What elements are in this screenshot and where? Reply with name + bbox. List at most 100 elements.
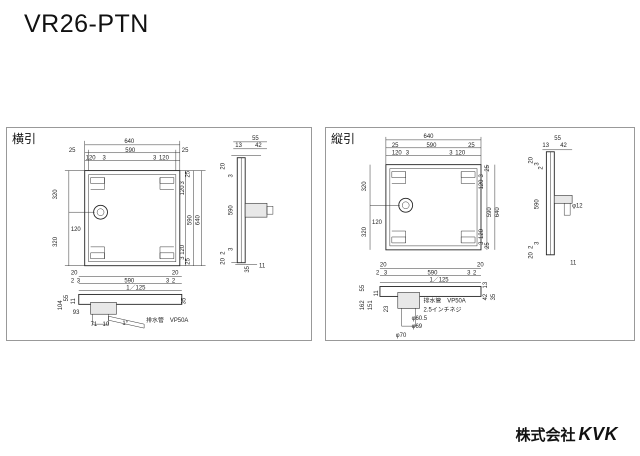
dim-r120a: 120 [180,185,186,196]
dim-120-left: 120 [372,220,383,226]
dim-120-left: 120 [71,227,82,233]
dim-3a: 3 [406,151,410,157]
bot-35: 35 [182,297,188,304]
thread-label: 2.5インチネジ [424,306,462,313]
dim-25b: 25 [468,143,475,149]
horizontal-drain-drawing: 640 25 590 25 120 3 3 120 320 320 120 25… [53,136,274,329]
bot-151: 151 [368,300,374,311]
bot-55: 55 [360,284,366,291]
bot-3b: 3 [467,271,471,277]
bot-angle: 1° [122,321,128,327]
dim-r640: 640 [196,214,202,225]
bot-20: 20 [71,271,78,277]
bot-20: 20 [380,263,387,269]
bot-35: 35 [491,293,497,300]
side-11: 11 [259,264,266,270]
dim-r25b: 25 [186,257,192,264]
dim-25a: 25 [392,143,399,149]
bot-590: 590 [427,271,438,277]
model-title: VR26-PTN [24,10,149,38]
bot-590: 590 [124,279,135,285]
side-20a: 20 [220,162,226,169]
dim-r25a: 25 [485,164,491,171]
dim-590: 590 [427,143,438,149]
dim-640: 640 [424,134,435,140]
dim-3b: 3 [153,156,157,162]
side-20a: 20 [529,156,535,163]
dim-r3a: 3 [479,174,485,178]
dim-r120b: 120 [180,244,186,255]
company-logo: 株式会社 KVK [515,424,618,445]
dim-r120a: 120 [479,179,485,190]
bot-11: 11 [374,290,380,297]
dim-3a: 3 [103,156,107,162]
drain-pipe-label: 排水管 VP50A [146,316,188,324]
side-55: 55 [252,136,259,142]
side-11: 11 [570,261,577,267]
side-55: 55 [554,136,561,142]
bot-2b: 2 [473,271,476,277]
bot-11: 11 [71,297,77,304]
bot-2: 2 [376,271,379,277]
dim-320a: 320 [362,181,368,192]
dim-r3b: 3 [180,256,186,260]
bot-42: 42 [483,294,489,301]
side-2a: 2 [538,166,544,169]
dim-120b: 120 [159,156,170,162]
dim-phi69: φ69 [412,324,423,330]
side-3b: 3 [228,247,234,251]
section-view [78,293,183,329]
side-view [542,149,573,256]
panel-vertical-drain: 縦引 640 25 590 25 120 3 3 120 320 320 120… [325,127,635,341]
bot-23: 23 [384,305,390,312]
dim-640: 640 [124,139,135,145]
dim-25a: 25 [69,148,76,154]
dim-r3a: 3 [180,180,186,184]
dim-r590: 590 [188,214,194,225]
side-3a: 3 [228,174,234,178]
dim-320b: 320 [362,226,368,237]
dim-phi605: φ60.5 [412,316,428,322]
side-20b: 20 [529,251,535,258]
bot-2b: 2 [172,279,175,285]
dim-3b: 3 [449,151,453,157]
dim-120a: 120 [392,151,403,157]
dim-r3b: 3 [479,241,485,245]
side-phi12: φ12 [572,203,582,209]
panel-label: 縦引 [331,132,356,146]
dim-phi70: φ70 [396,333,407,339]
side-35: 35 [245,265,251,272]
bot-2: 2 [71,279,74,285]
side-2: 2 [220,251,226,254]
dim-r640: 640 [495,207,501,218]
panel-label: 横引 [12,132,37,146]
side-view [231,155,274,265]
panel-horizontal-drain: 横引 640 25 590 25 120 3 3 120 320 [6,127,312,341]
side-20b: 20 [220,257,226,264]
bot-55: 55 [64,294,70,301]
side-3a: 3 [534,162,540,166]
side-13: 13 [542,143,549,149]
bot-93: 93 [73,310,80,316]
side-13: 13 [235,143,242,149]
bot-slope: 1／125 [429,277,449,284]
dim-120b: 120 [455,151,466,157]
bot-20b: 20 [172,271,179,277]
bot-10: 10 [103,322,110,328]
side-2b: 2 [529,246,535,249]
dim-r25b: 25 [485,242,491,249]
company-name-jp: 株式会社 [515,426,576,444]
side-42: 42 [560,143,567,149]
bot-3a: 3 [77,279,81,285]
dim-r25a: 25 [186,170,192,177]
top-view [370,164,482,251]
dim-120a: 120 [86,156,97,162]
dim-320a: 320 [53,189,59,200]
dim-320b: 320 [53,236,59,247]
bot-slope: 1／125 [126,284,146,291]
bot-162: 162 [360,300,366,310]
dim-r590: 590 [487,207,493,218]
bot-3b: 3 [166,279,170,285]
bot-104: 104 [58,300,64,311]
bot-71: 71 [91,322,98,328]
